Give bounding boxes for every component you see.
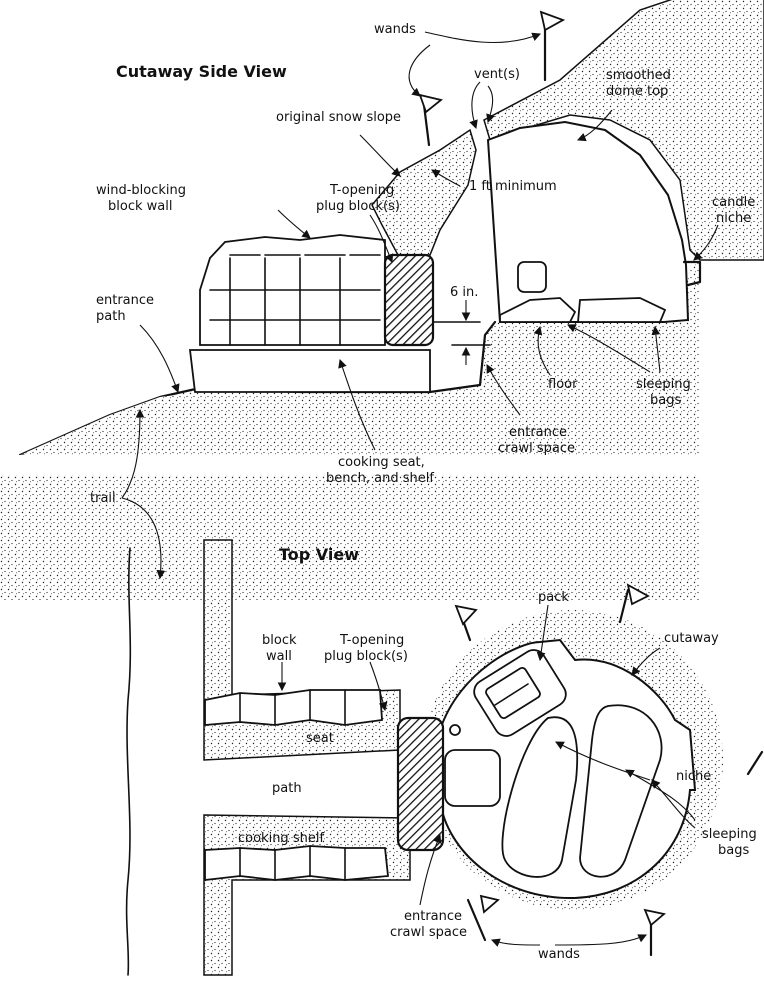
label-top-wands: wands (538, 947, 580, 962)
label-sleeping-1: sleeping (636, 377, 691, 392)
top-view-title: Top View (279, 545, 359, 564)
label-entrance-crawl-2: crawl space (498, 441, 575, 456)
wand-2-icon (541, 12, 563, 80)
label-top-entrance-1: entrance (404, 909, 462, 924)
label-wall: wall (266, 649, 292, 664)
wind-blocking-block-wall (200, 235, 385, 345)
label-original-snow-slope: original snow slope (276, 110, 401, 125)
top-cooking-shelf-blocks (205, 846, 388, 880)
label-top-sleeping-2: bags (718, 843, 749, 858)
label-six-in: 6 in. (450, 285, 478, 300)
top-wand-3-icon (468, 896, 498, 940)
label-top-sleeping-1: sleeping (702, 827, 757, 842)
wand-1-icon (420, 95, 441, 145)
label-one-ft-minimum: 1 ft minimum (469, 179, 557, 194)
label-wind-blocking-1: wind-blocking (96, 183, 186, 198)
label-wands-side: wands (374, 22, 416, 37)
trail-line (127, 548, 131, 975)
t-opening-plug-block (385, 255, 433, 345)
label-niche: niche (716, 211, 751, 226)
label-cutaway: cutaway (664, 631, 719, 646)
label-entrance-crawl-1: entrance (509, 425, 567, 440)
label-wind-blocking-2: block wall (108, 199, 172, 214)
label-entrance-path-2: path (96, 309, 126, 324)
label-top-entrance-2: crawl space (390, 925, 467, 940)
label-vents: vent(s) (474, 67, 520, 82)
label-top-t-opening-1: T-opening (339, 633, 404, 648)
entrance-crawl-block (445, 750, 500, 806)
label-top-t-opening-2: plug block(s) (324, 649, 408, 664)
top-wand-1-icon (456, 606, 476, 640)
label-smoothed-1: smoothed (606, 68, 671, 83)
label-seat: seat (306, 731, 334, 746)
label-t-opening-2: plug block(s) (316, 199, 400, 214)
label-candle: candle (712, 195, 755, 210)
label-floor: floor (548, 377, 578, 392)
label-top-niche: niche (676, 769, 711, 784)
label-path: path (272, 781, 302, 796)
label-block: block (262, 633, 297, 648)
side-view-title: Cutaway Side View (116, 62, 287, 81)
label-entrance-path-1: entrance (96, 293, 154, 308)
label-pack: pack (538, 590, 569, 605)
cooking-seat-bench (190, 350, 430, 392)
label-cooking-seat-1: cooking seat, (338, 455, 425, 470)
label-sleeping-2: bags (650, 393, 681, 408)
label-cooking-shelf: cooking shelf (238, 831, 324, 846)
top-t-opening-plug-block (398, 718, 443, 850)
top-wand-4-icon (645, 910, 664, 955)
snow-dome-interior (488, 122, 688, 322)
label-t-opening-1: T-opening (329, 183, 394, 198)
label-cooking-seat-2: bench, and shelf (326, 471, 434, 486)
label-smoothed-2: dome top (606, 84, 668, 99)
top-block-wall-upper (205, 690, 382, 725)
label-trail: trail (90, 491, 116, 506)
